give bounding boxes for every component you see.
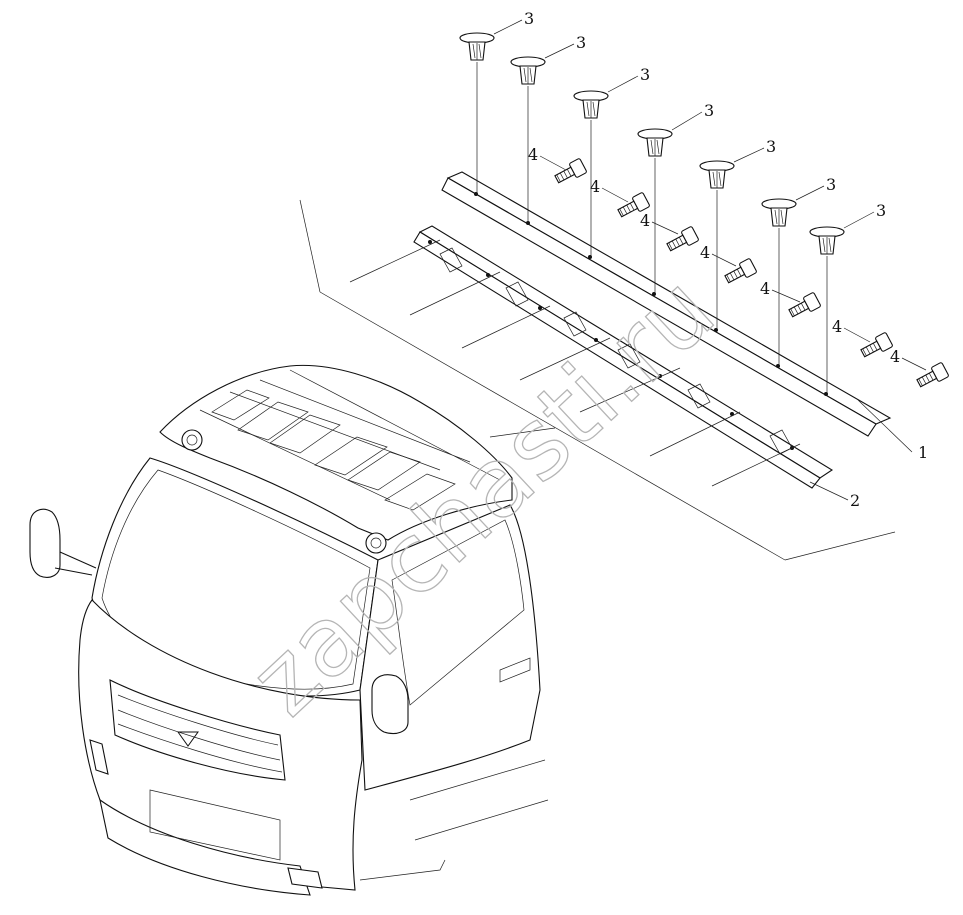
- callout-clip: 3: [704, 101, 714, 120]
- clip: [459, 32, 495, 61]
- clip: [699, 160, 735, 189]
- clip: [573, 90, 609, 119]
- callout-bolt: 4: [640, 211, 650, 230]
- bolt: [724, 258, 757, 284]
- callout-clip: 3: [524, 9, 534, 28]
- bolt: [666, 226, 699, 252]
- clip: [510, 56, 546, 85]
- callout-bolt: 4: [890, 347, 900, 366]
- roof-rail-assembly: [299, 62, 896, 561]
- callout-clip: 3: [766, 137, 776, 156]
- bolt-fasteners: [554, 158, 949, 388]
- truck-cab: [29, 364, 549, 896]
- bolt: [860, 332, 893, 358]
- callout-bolt: 4: [528, 145, 538, 164]
- bolt: [554, 158, 587, 184]
- clip: [761, 198, 797, 227]
- callout-bolt: 4: [832, 317, 842, 336]
- clip: [809, 226, 845, 255]
- callout-bolt: 4: [590, 177, 600, 196]
- callout-clip: 3: [576, 33, 586, 52]
- callout-clip: 3: [876, 201, 886, 220]
- clip-fasteners: [459, 32, 845, 255]
- callout-bolt: 4: [700, 243, 710, 262]
- callout-roof-strip: 2: [850, 491, 860, 510]
- bolt: [788, 292, 821, 318]
- callout-roof-panel: 1: [918, 443, 928, 462]
- bolt: [617, 192, 650, 218]
- callout-leaders: [493, 19, 927, 501]
- clip: [637, 128, 673, 157]
- bolt: [916, 362, 949, 388]
- callout-clip: 3: [826, 175, 836, 194]
- callout-clip: 3: [640, 65, 650, 84]
- callout-labels: 3 3 3 3 3 3 3 4 4 4 4 4 4 4 1 2: [524, 9, 928, 510]
- callout-bolt: 4: [760, 279, 770, 298]
